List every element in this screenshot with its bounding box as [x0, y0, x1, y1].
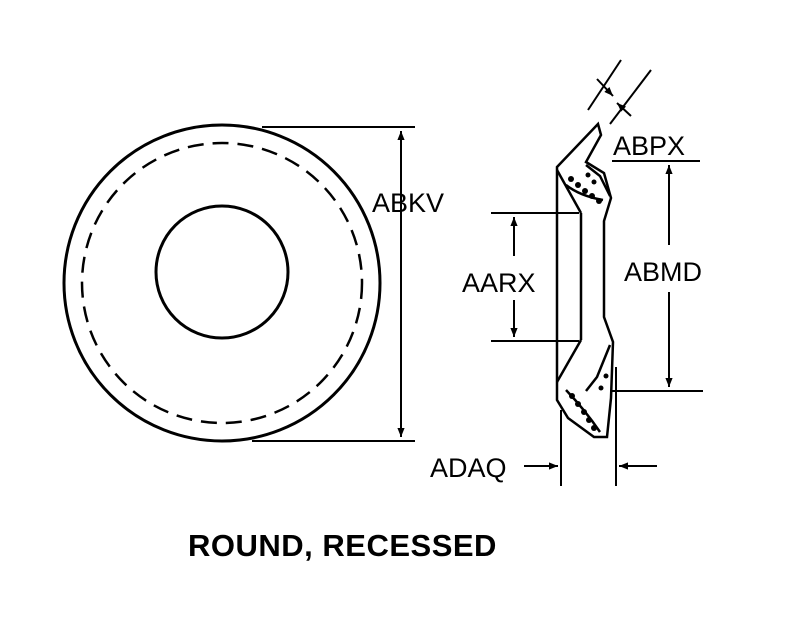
inner-top-arm — [585, 164, 612, 197]
section-hatching — [568, 172, 609, 431]
section-outer-profile — [555, 121, 615, 439]
abpx-arrow-2 — [616, 102, 632, 117]
abpx-label: ABPX — [613, 131, 685, 161]
adaq-dimension — [524, 367, 657, 486]
adaq-label: ADAQ — [430, 453, 507, 483]
left-lip-bottom — [555, 339, 583, 383]
section-view — [555, 121, 615, 439]
aarx-dimension — [491, 212, 579, 342]
inner-bottom-arm — [585, 344, 612, 392]
left-lip-top — [555, 169, 583, 214]
front-view — [62, 123, 382, 443]
recess-dashed-circle — [80, 141, 364, 425]
diagram-caption: ROUND, RECESSED — [188, 528, 497, 563]
abkv-label: ABKV — [372, 188, 444, 218]
abpx-dimension — [587, 59, 700, 162]
abmd-dimension — [612, 165, 703, 392]
outer-rim — [62, 123, 382, 443]
center-hole — [154, 204, 290, 340]
abkv-dimension — [252, 126, 415, 442]
abpx-arrow-1 — [596, 78, 614, 97]
abmd-label: ABMD — [624, 257, 702, 287]
aarx-label: AARX — [462, 268, 536, 298]
